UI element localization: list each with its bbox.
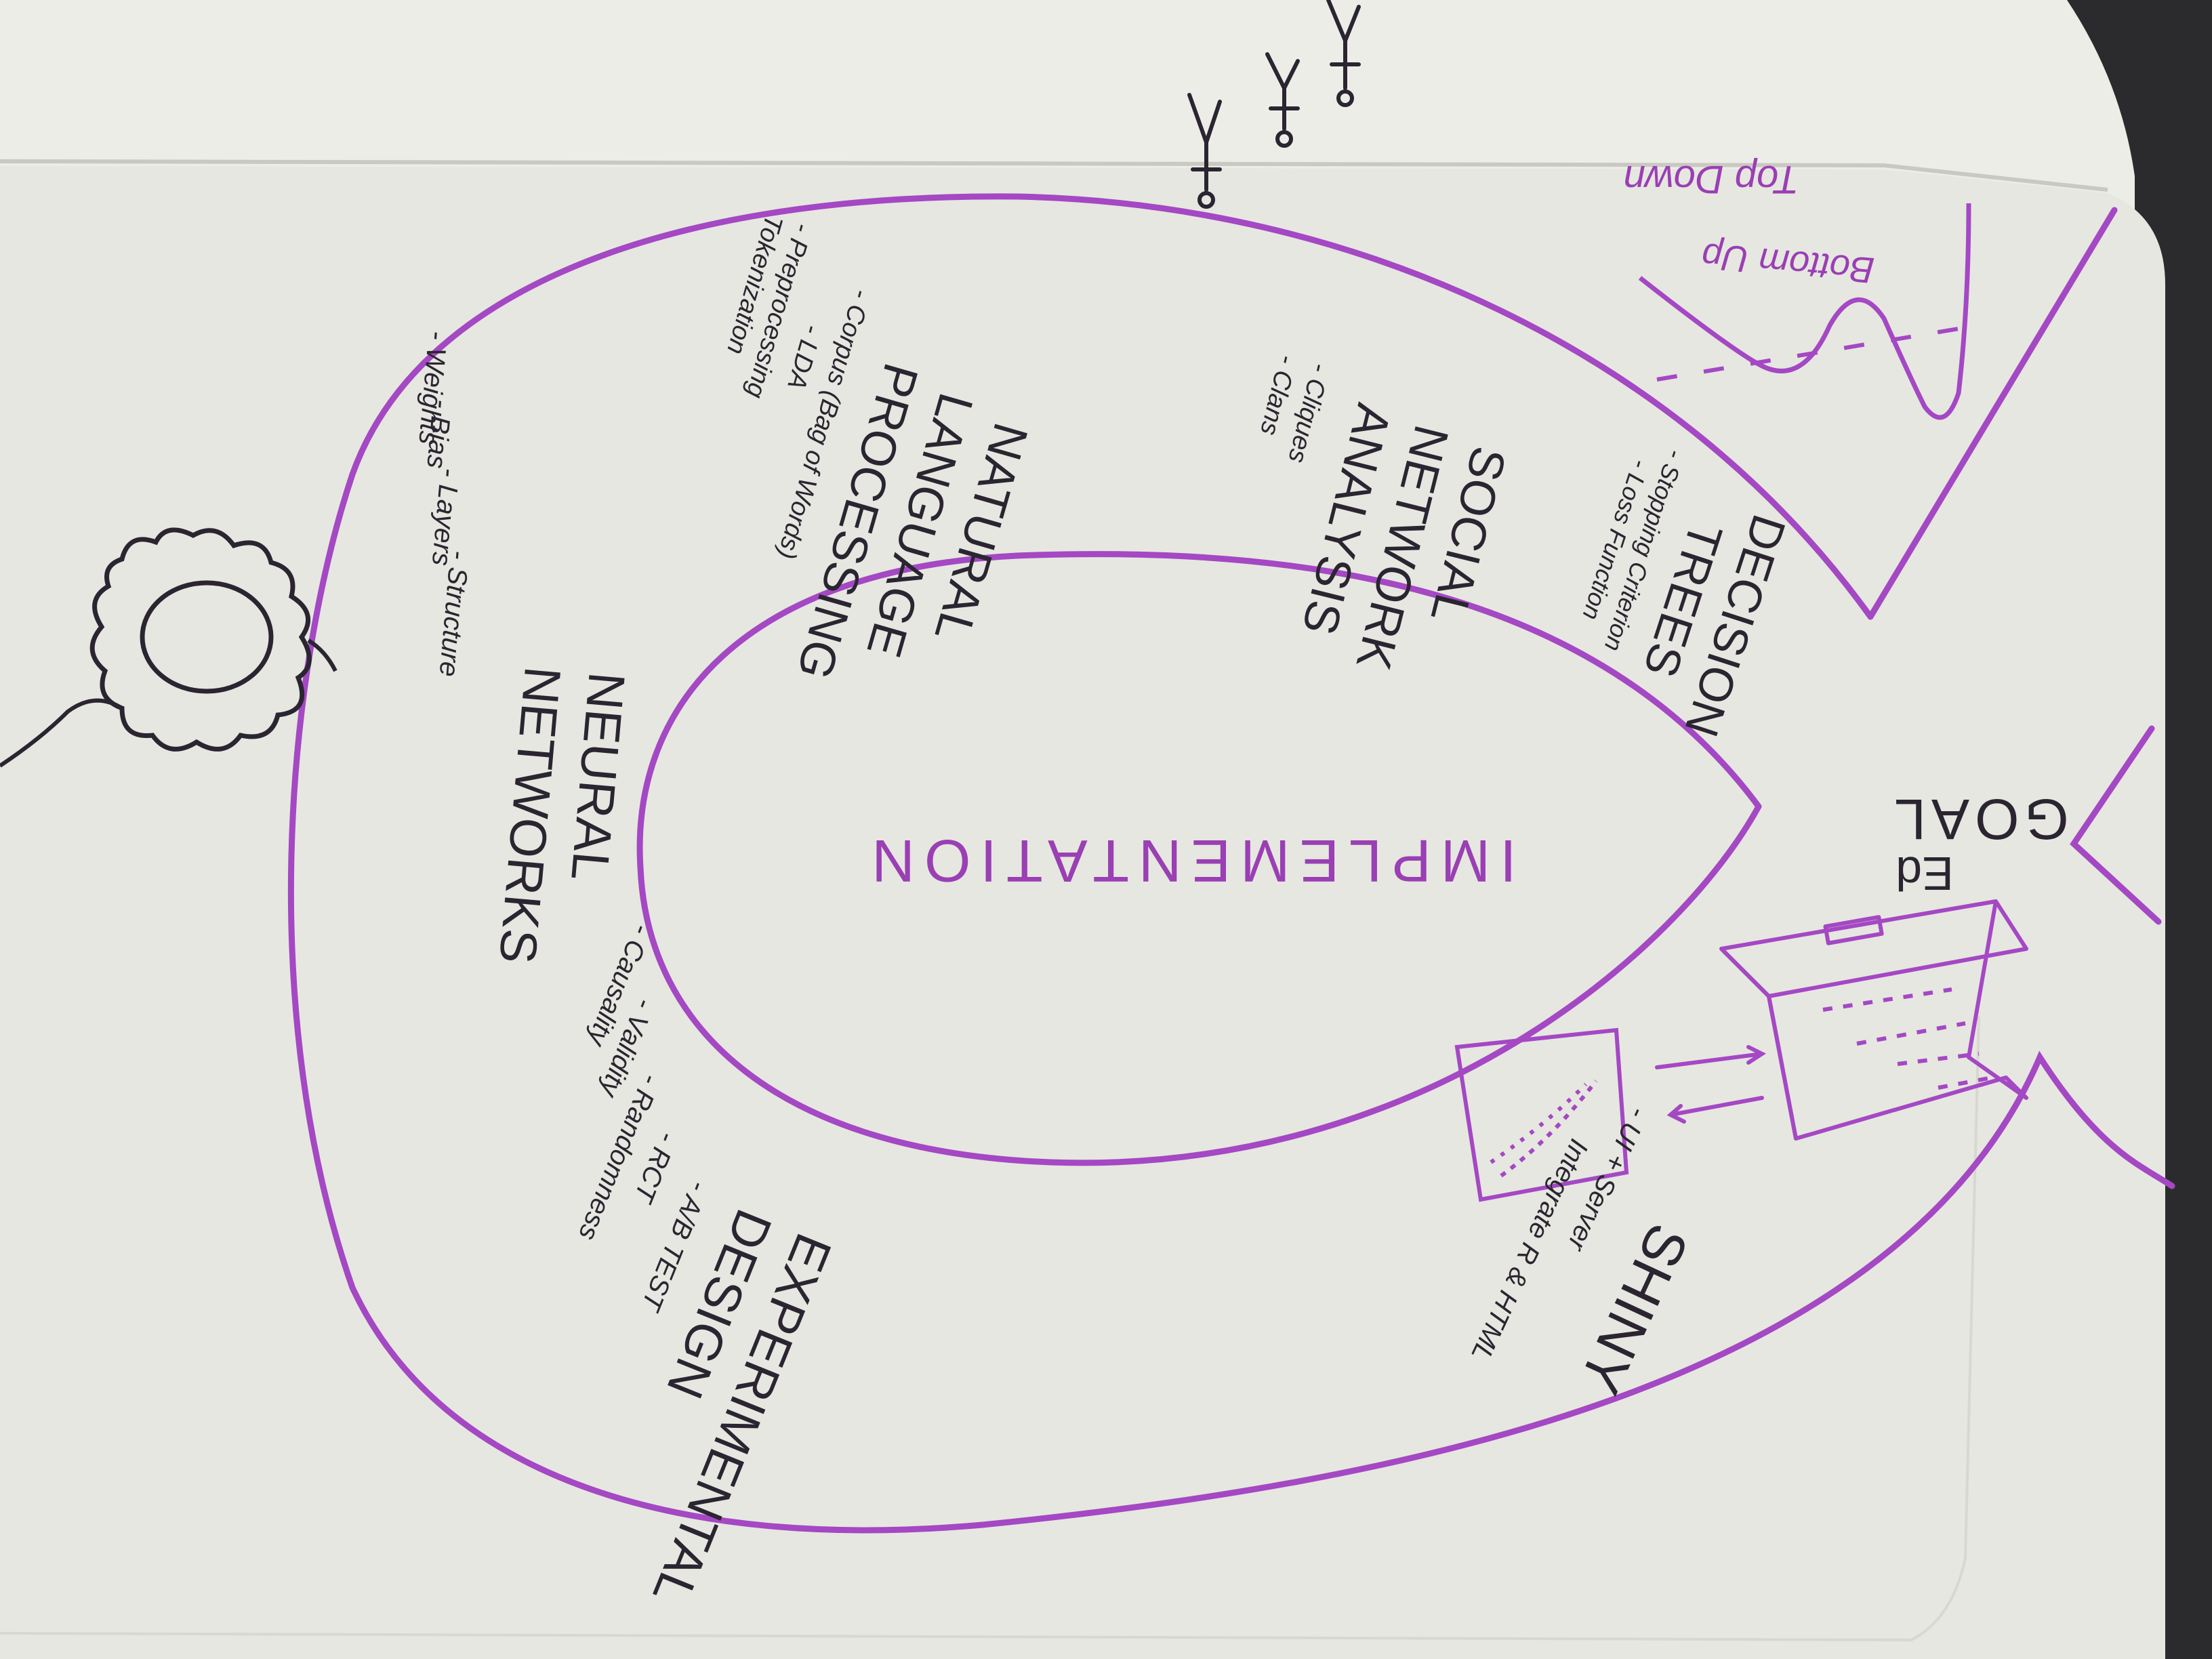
tail-goal-fin (2070, 725, 2162, 925)
stick-figures-icon (1187, 0, 1361, 209)
ed-label: Ed (1896, 847, 1954, 900)
implementation-loop (636, 551, 1762, 1166)
laptop-icon (1719, 899, 2028, 1141)
goal-label: GOAL (1889, 787, 2068, 851)
paper-edge-shadow (0, 159, 2108, 192)
data-exchange-arrows (1655, 1045, 1767, 1124)
implementation-label: IMPLEMENTATION (862, 827, 1516, 895)
wave-graph-icon (1638, 203, 1980, 420)
sun-icon (0, 527, 337, 768)
scatter-chart-icon (1454, 1027, 1629, 1202)
tail-upper-fin (1867, 207, 2118, 620)
top-down-label: Top Down (1623, 157, 1799, 201)
lower-paper-edge (0, 1016, 1980, 1642)
front-paper-sheet (0, 166, 2165, 1659)
neural-networks-item-3: - Bias (421, 398, 457, 470)
outer-fish-loop (287, 193, 2175, 1534)
